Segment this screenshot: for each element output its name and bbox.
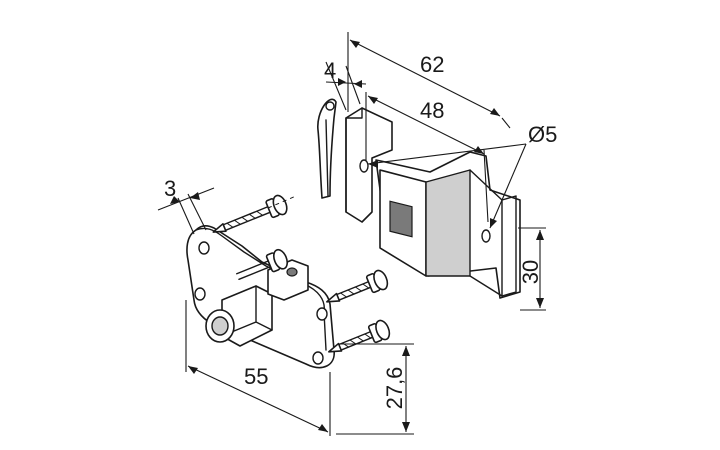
dim-hole-diameter: Ø5 xyxy=(367,122,557,229)
label-55: 55 xyxy=(244,364,268,389)
screw xyxy=(328,319,391,353)
upper-bracket xyxy=(345,107,521,299)
label-30: 30 xyxy=(518,260,543,284)
base-hole xyxy=(198,241,210,255)
dim-plate-thickness: 4 xyxy=(324,58,367,111)
dim-bracket-height: 30 xyxy=(518,227,546,311)
label-d5: Ø5 xyxy=(528,122,557,147)
label-3: 3 xyxy=(164,176,176,201)
channel-hole xyxy=(481,229,491,243)
label-27-6: 27,6 xyxy=(382,367,407,410)
dim-base-length: 55 xyxy=(185,300,331,436)
base-hole xyxy=(316,307,328,321)
square-hole xyxy=(389,200,413,238)
screw xyxy=(212,194,288,233)
base-hole xyxy=(194,287,206,301)
base-plate xyxy=(186,225,335,369)
dim-plate-thickness-small: 3 xyxy=(157,176,215,235)
label-48: 48 xyxy=(420,98,444,123)
plate-hole xyxy=(359,159,369,173)
screw xyxy=(236,248,289,281)
screw xyxy=(326,269,389,303)
dim-base-offset: 27,6 xyxy=(336,343,414,435)
base-hole xyxy=(312,351,324,365)
label-4: 4 xyxy=(324,58,336,83)
split-pin xyxy=(317,98,337,199)
label-62: 62 xyxy=(420,52,444,77)
dim-hole-spacing: 48 xyxy=(365,92,489,223)
dim-overall-width: 62 xyxy=(347,32,511,129)
